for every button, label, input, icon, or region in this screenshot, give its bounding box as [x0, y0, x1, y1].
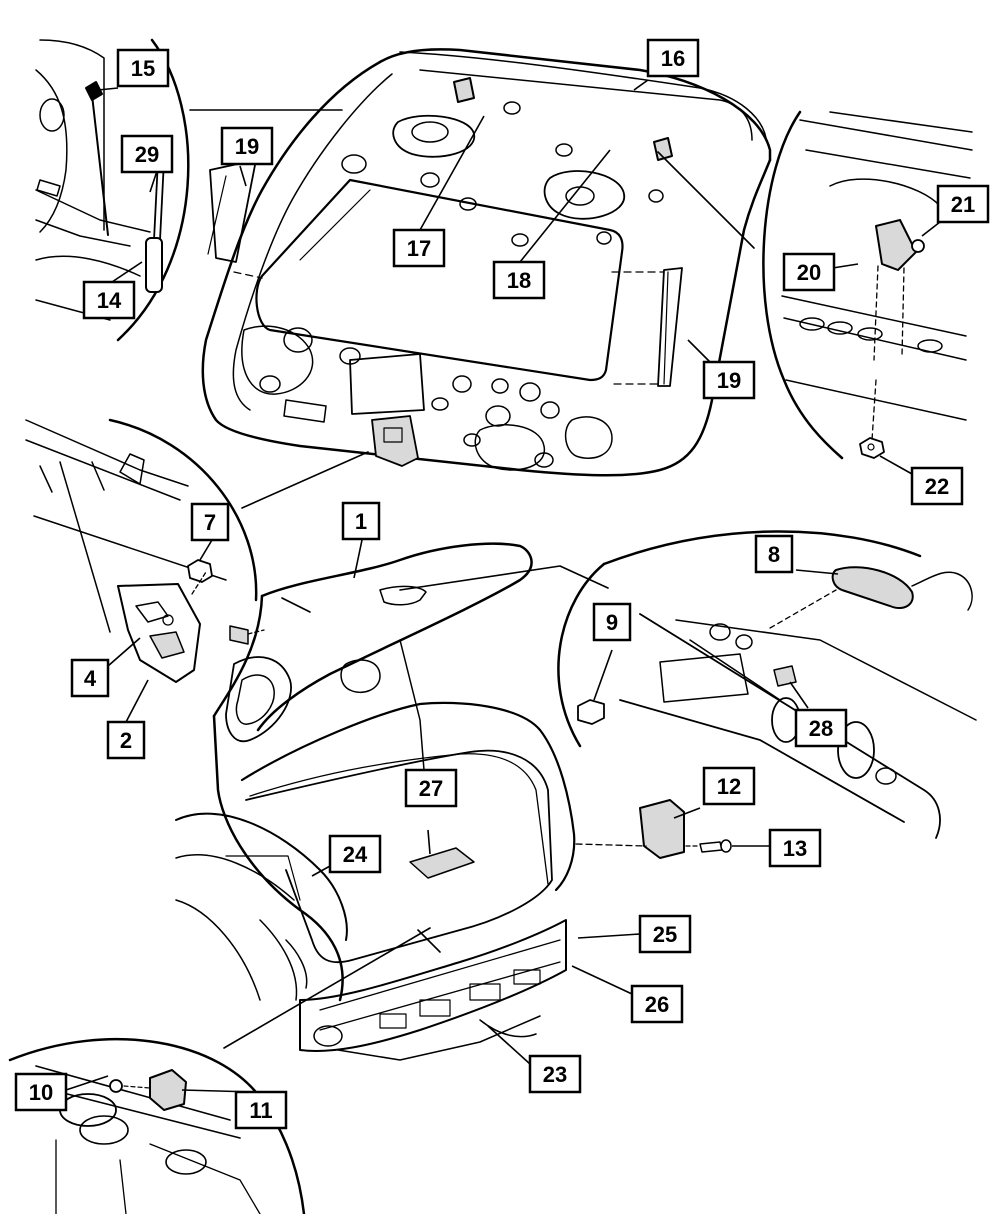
callout-14: 14: [82, 280, 136, 320]
callouts: 1 2 4 7 8 9 10 11 12 13 14 15 16 17 18 1…: [14, 38, 990, 1130]
callout-8: 8: [754, 534, 794, 574]
callout-29-label: 29: [135, 142, 159, 167]
callout-18: 18: [492, 260, 546, 300]
detail-view-handle: [557, 530, 977, 839]
callout-10: 10: [14, 1072, 68, 1112]
callout-29: 29: [120, 134, 174, 174]
callout-4-label: 4: [84, 666, 97, 691]
callout-16-label: 16: [661, 46, 685, 71]
callout-13-label: 13: [783, 836, 807, 861]
callout-20-label: 20: [797, 260, 821, 285]
callout-9-label: 9: [606, 610, 618, 635]
callout-28: 28: [794, 708, 848, 748]
callout-17-label: 17: [407, 236, 431, 261]
callout-4: 4: [70, 658, 110, 698]
callout-8-label: 8: [768, 542, 780, 567]
callout-14-label: 14: [97, 288, 122, 313]
callout-22-label: 22: [925, 474, 949, 499]
callout-1: 1: [341, 501, 381, 541]
detail-view-latch: [25, 418, 265, 683]
callout-11-label: 11: [249, 1098, 272, 1123]
callout-27: 27: [404, 768, 458, 808]
detail-view-liftgate-strut: [35, 38, 190, 342]
line-art: [8, 38, 977, 1214]
callout-21-label: 21: [951, 192, 975, 217]
callout-7-label: 7: [204, 510, 216, 535]
callout-19-left-label: 19: [235, 134, 259, 159]
callout-11: 11: [234, 1090, 288, 1130]
callout-2: 2: [106, 720, 146, 760]
callout-20: 20: [782, 252, 836, 292]
callout-9: 9: [592, 602, 632, 642]
detail-view-hinge: [762, 110, 973, 460]
callout-2-label: 2: [120, 728, 132, 753]
callout-26-label: 26: [645, 992, 669, 1017]
callout-12: 12: [702, 766, 756, 806]
callout-18-label: 18: [507, 268, 531, 293]
vehicle-body-trunk: [175, 542, 732, 1061]
callout-19-left: 19: [220, 126, 274, 166]
callout-13: 13: [768, 828, 822, 868]
callout-26: 26: [630, 984, 684, 1024]
callout-23: 23: [528, 1054, 582, 1094]
callout-24: 24: [328, 834, 382, 874]
callout-17: 17: [392, 228, 446, 268]
callout-19-right-label: 19: [717, 368, 741, 393]
callout-25: 25: [638, 914, 692, 954]
callout-21: 21: [936, 184, 990, 224]
callout-28-label: 28: [809, 716, 833, 741]
callout-16: 16: [646, 38, 700, 78]
callout-7: 7: [190, 502, 230, 542]
callout-25-label: 25: [653, 922, 677, 947]
callout-27-label: 27: [419, 776, 443, 801]
callout-15: 15: [116, 48, 170, 88]
detail-view-striker: [8, 1038, 306, 1214]
callout-23-label: 23: [543, 1062, 567, 1087]
callout-15-label: 15: [131, 56, 155, 81]
callout-10-label: 10: [29, 1080, 53, 1105]
callout-12-label: 12: [717, 774, 741, 799]
callout-1-label: 1: [355, 509, 367, 534]
callout-22: 22: [910, 466, 964, 506]
callout-19-right: 19: [702, 360, 756, 400]
liftgate-inner-panel: [201, 48, 772, 477]
callout-24-label: 24: [343, 842, 368, 867]
